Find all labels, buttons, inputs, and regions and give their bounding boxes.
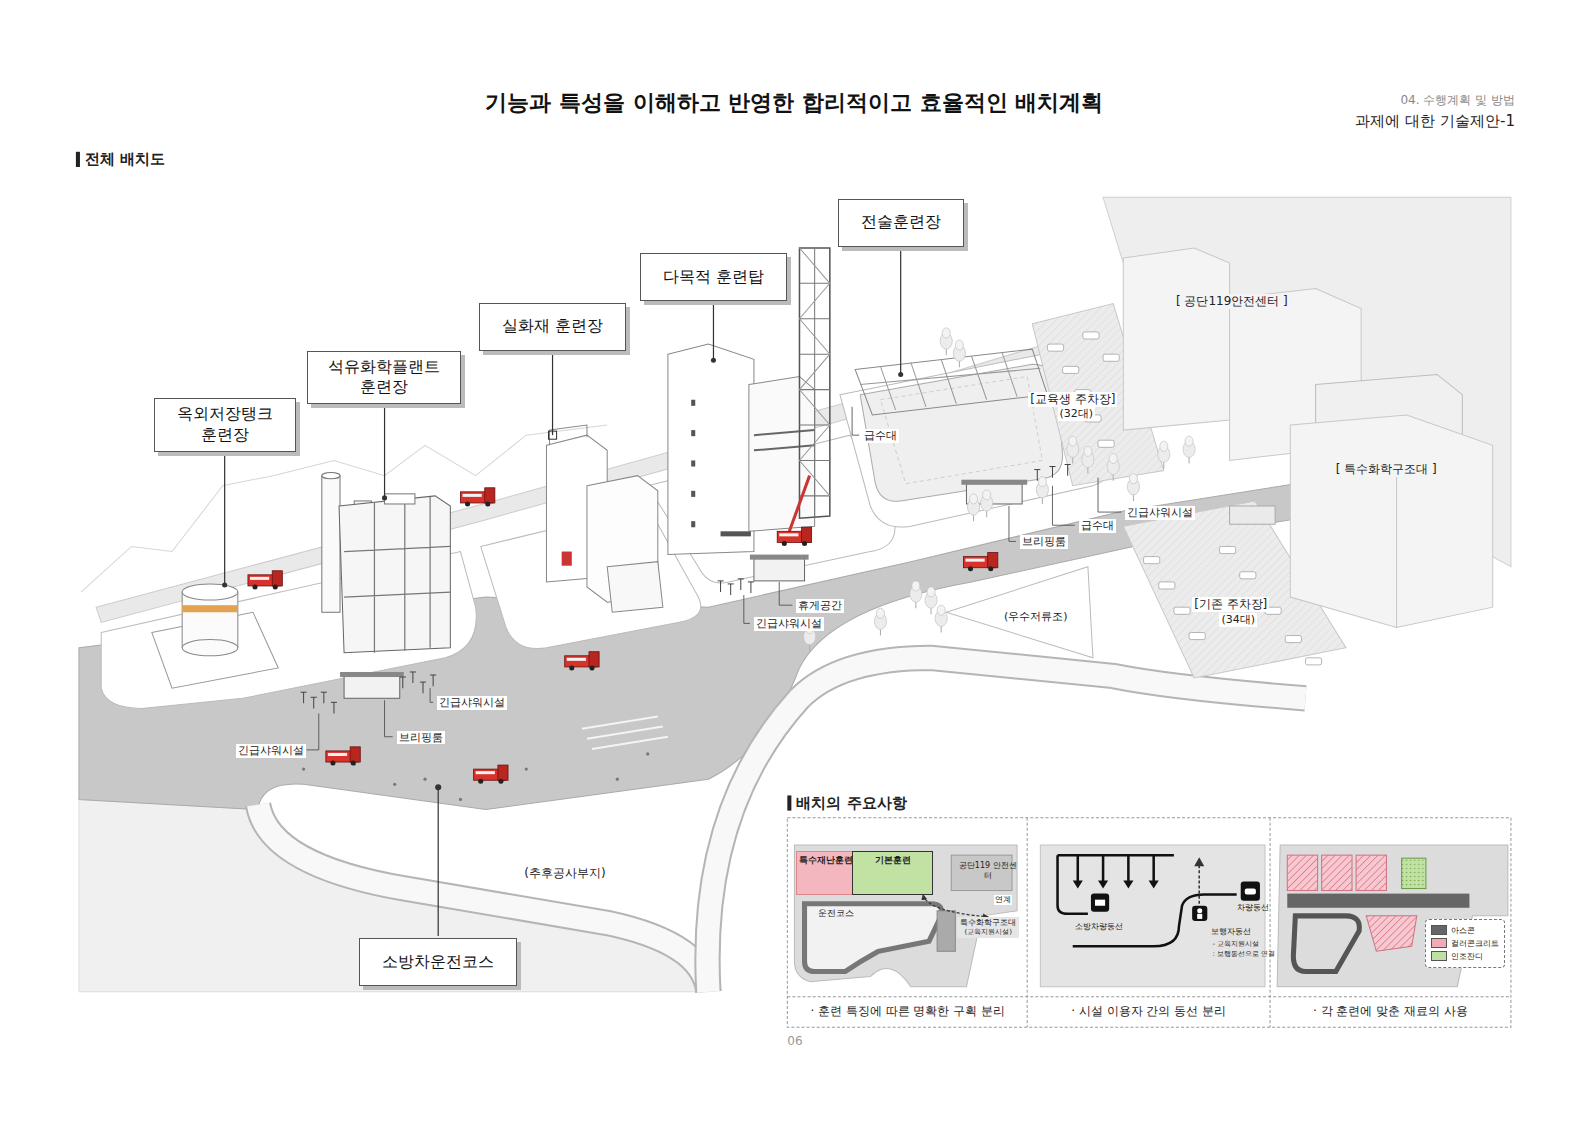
legend-text: 인조잔디 [1451, 951, 1483, 962]
legend-swatch [1431, 951, 1447, 961]
building-label: [ 공단119안전센터 ] [1174, 294, 1290, 309]
link-connector [923, 895, 988, 917]
zone-box: 특수재난훈련 [796, 851, 856, 895]
callout-box: 옥외저장탱크 훈련장 [154, 398, 296, 452]
legend-row: 아스콘 [1431, 925, 1499, 936]
legend-text: 아스콘 [1451, 925, 1475, 936]
zone-box: 기본훈련 [852, 851, 933, 895]
node-title: 특수재난훈련 [799, 855, 853, 866]
mini-map-note: : 보행동선으로 연결 [1212, 950, 1275, 959]
page-title: 기능과 특성을 이해하고 반영한 합리적이고 효율적인 배치계획 [485, 89, 1103, 117]
page-number: 06 [787, 1034, 802, 1049]
node-title: 실화재 훈련장 [502, 316, 603, 337]
facility-label: 긴급샤워시설 [1125, 506, 1195, 520]
parking-label: [교육생 주차장] [1028, 392, 1117, 407]
node-title: 소방차운전코스 [382, 952, 494, 973]
section-title: 과제에 대한 기술제안-1 [1355, 112, 1515, 131]
mini-map-note: - 교육지원시설 [1212, 940, 1259, 949]
parking-count: (32대) [1058, 407, 1096, 421]
mini-map-label: 소방차량동선 [1075, 922, 1123, 932]
area-label: (추후공사부지) [524, 866, 605, 881]
mini-map-label: 보행자동선 [1211, 927, 1251, 937]
facility-label: 브리핑룸 [1020, 535, 1068, 549]
node-title: 석유화학플랜트 훈련장 [323, 357, 445, 399]
legend-box: 아스콘컬러콘크리트인조잔디 [1425, 919, 1505, 968]
callout-box: 석유화학플랜트 훈련장 [307, 351, 461, 405]
facility-label: 긴급샤워시설 [437, 696, 507, 710]
node-title: 특수화학구조대 [960, 918, 1016, 928]
panel-caption: · 훈련 특징에 따른 명확한 구획 분리 [810, 1004, 1005, 1019]
panel-caption: · 각 훈련에 맞춘 재료의 사용 [1313, 1004, 1468, 1019]
parking-label: [기존 주차장] [1192, 597, 1269, 612]
node-title: 옥외저장탱크 훈련장 [170, 404, 280, 446]
node-subtitle: (교육지원시설) [965, 928, 1012, 937]
legend-text: 컬러콘크리트 [1451, 938, 1499, 949]
callout-box: 소방차운전코스 [359, 938, 517, 986]
panel-caption: · 시설 이용자 간의 동선 분리 [1071, 1004, 1226, 1019]
callout-box: 실화재 훈련장 [479, 303, 626, 351]
facility-label: 브리핑룸 [397, 731, 445, 745]
section-number: 04. 수행계획 및 방법 [1400, 93, 1515, 108]
node-title: 다목적 훈련탑 [663, 267, 764, 288]
mini-map-label: 차량동선 [1237, 903, 1269, 913]
section-heading: 배치의 주요사항 [796, 794, 906, 813]
legend-swatch [1431, 925, 1447, 935]
callout-box: 다목적 훈련탑 [640, 253, 787, 301]
area-label: (우수저류조) [1002, 610, 1070, 624]
legend-swatch [1431, 938, 1447, 948]
facility-label: 급수대 [862, 429, 899, 443]
legend-row: 컬러콘크리트 [1431, 938, 1499, 949]
facility-label: 긴급샤워시설 [236, 744, 306, 758]
facility-label: 긴급샤워시설 [754, 617, 824, 631]
node-title: 전술훈련장 [861, 212, 941, 233]
facility-label: 휴게공간 [796, 599, 844, 613]
legend-row: 인조잔디 [1431, 951, 1499, 962]
connector-label: 연계 [994, 895, 1012, 905]
mini-map-label: 운전코스 [818, 908, 854, 919]
facility-tag: 특수화학구조대(교육지원시설) [957, 917, 1019, 938]
callout-box: 전술훈련장 [838, 199, 964, 247]
parking-count: (34대) [1219, 613, 1257, 627]
building-label: [ 특수화학구조대 ] [1334, 462, 1439, 477]
mini-map-label: 공단119 안전센터 [958, 861, 1017, 881]
node-title: 기본훈련 [875, 855, 911, 866]
section-heading: 전체 배치도 [85, 150, 165, 169]
facility-label: 급수대 [1079, 519, 1116, 533]
